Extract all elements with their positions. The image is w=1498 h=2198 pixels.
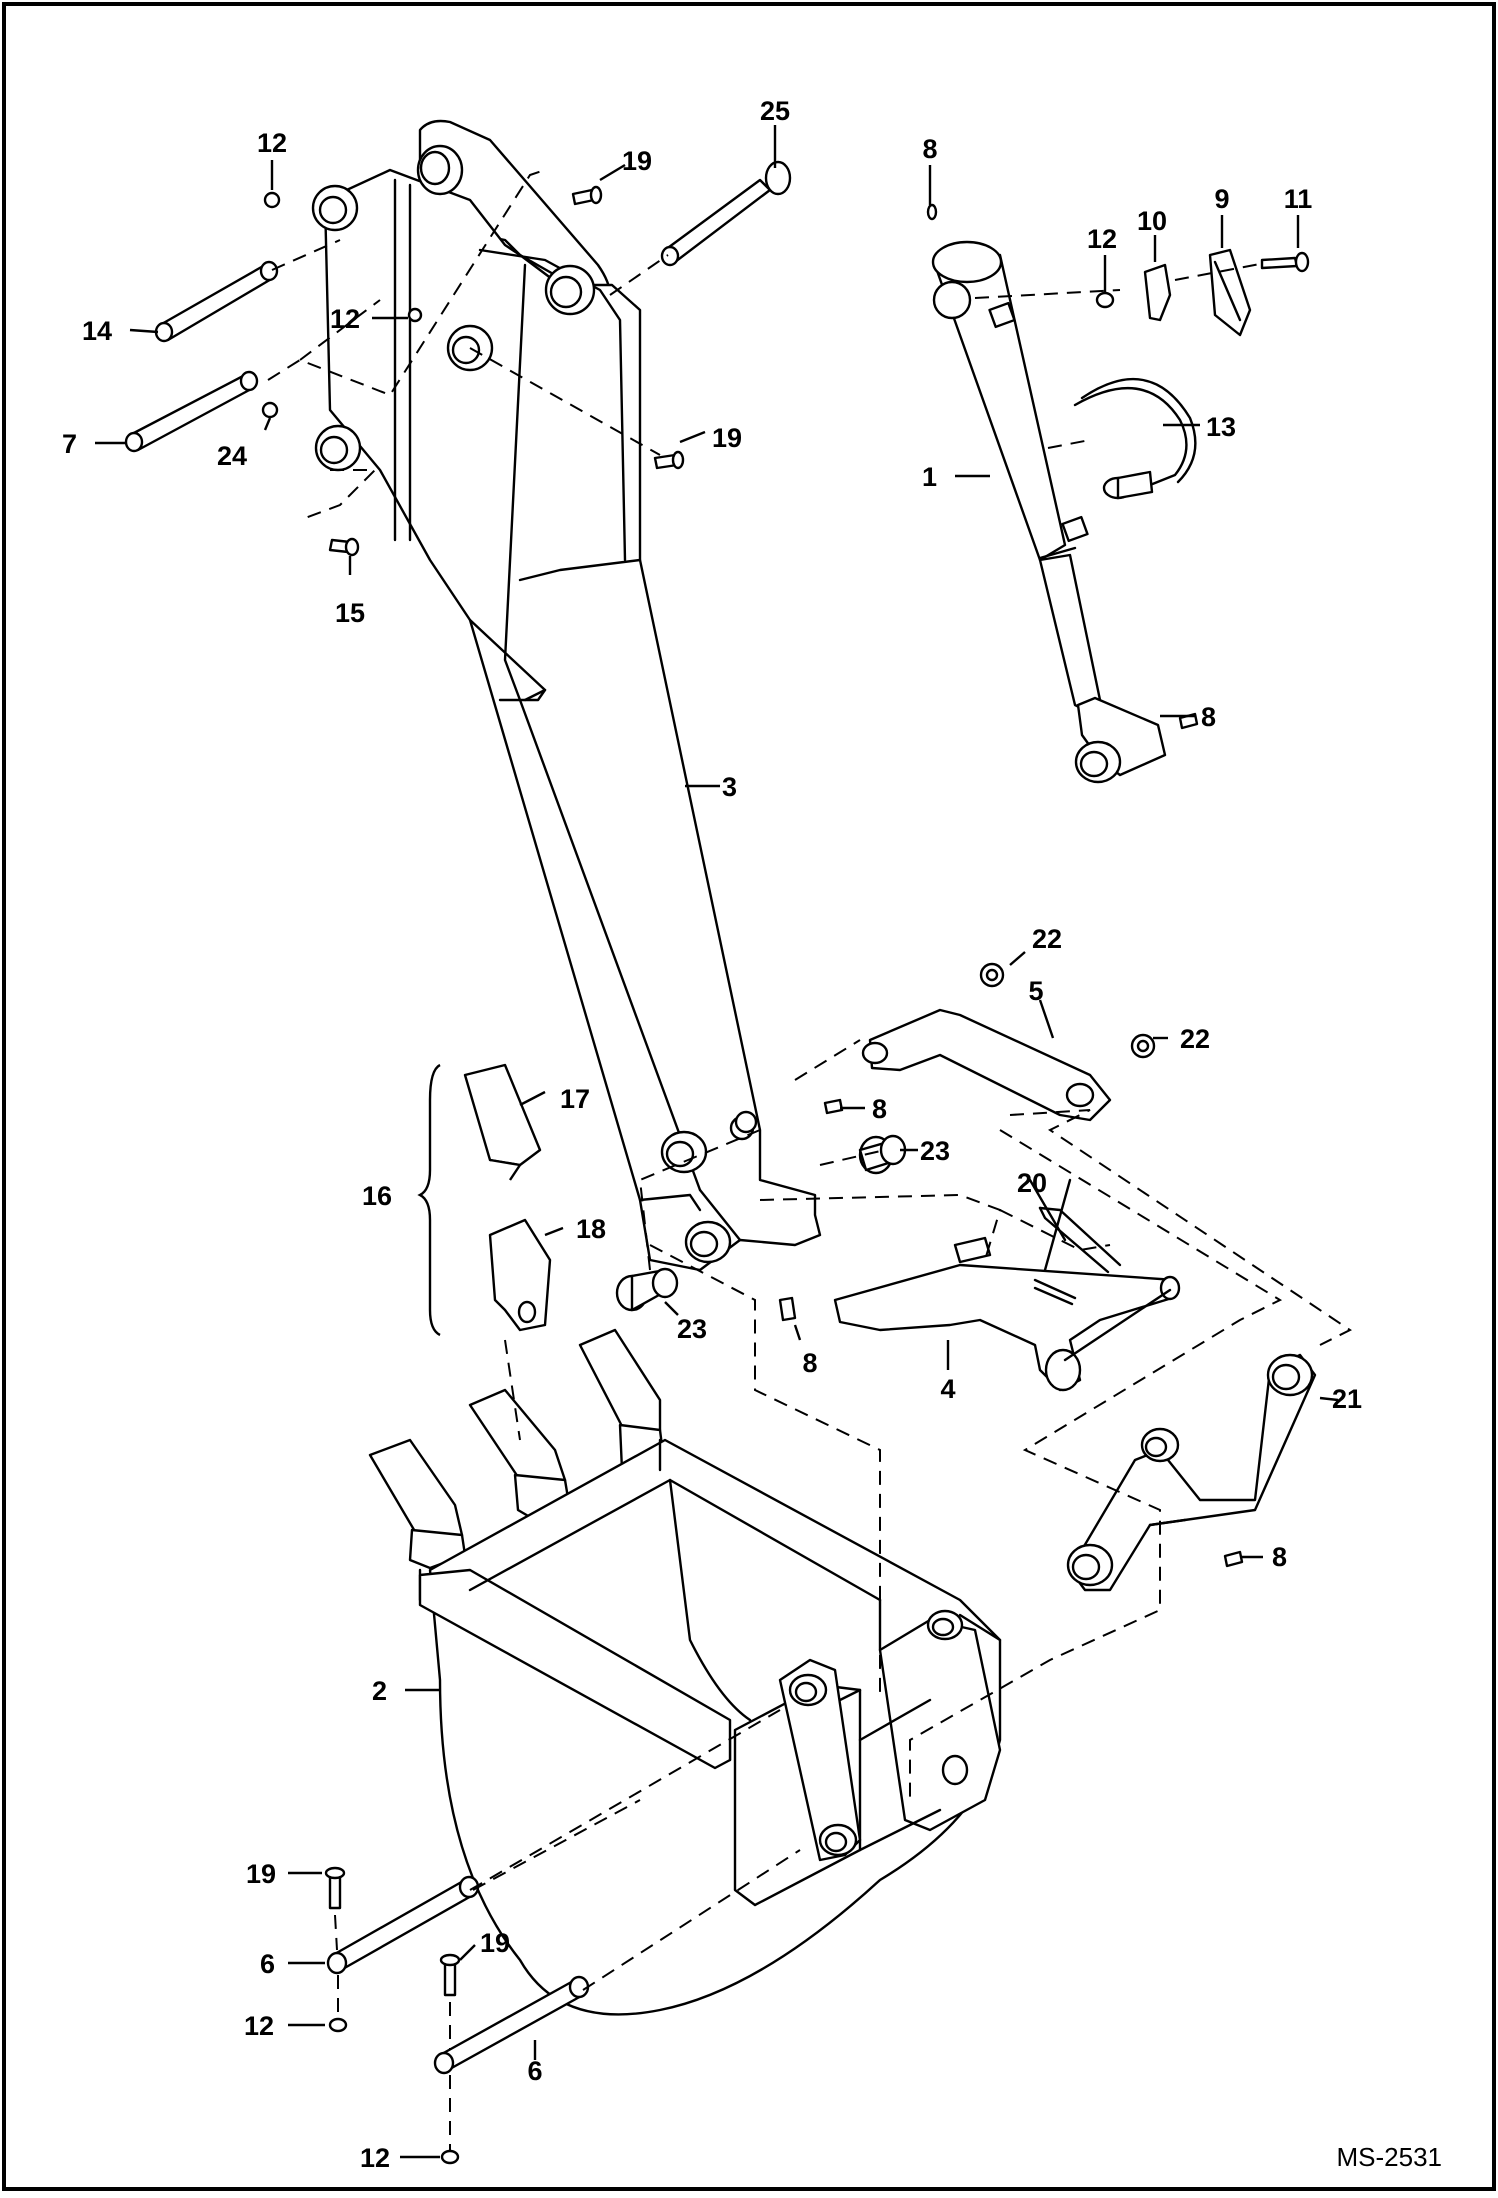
callout-4: 4: [940, 1374, 955, 1404]
callout-16: 16: [362, 1181, 392, 1211]
side-link-21: [1066, 1353, 1317, 1592]
upper-pins: [124, 160, 938, 557]
callout-23: 23: [920, 1136, 950, 1166]
callout-9: 9: [1214, 184, 1229, 214]
callout-14: 14: [82, 316, 112, 346]
callout-22: 22: [1032, 924, 1062, 954]
callout-19: 19: [246, 1859, 276, 1889]
callout-labels: 25 12 19 8 12 10 9 11 14 12 7 24 19 13 1…: [62, 96, 1362, 2173]
callout-7: 7: [62, 429, 77, 459]
callout-1: 1: [922, 462, 937, 492]
callout-19: 19: [712, 423, 742, 453]
callout-8: 8: [1201, 702, 1216, 732]
callout-12: 12: [360, 2143, 390, 2173]
callout-17: 17: [560, 1084, 590, 1114]
bushings-and-fittings: [615, 712, 1244, 1568]
hose-bracket-group: [1095, 248, 1310, 337]
drawing-code: MS-2531: [1337, 2142, 1443, 2172]
callout-13: 13: [1206, 412, 1236, 442]
callout-12: 12: [330, 304, 360, 334]
tooth-assembly: [417, 1063, 552, 1337]
callout-5: 5: [1028, 976, 1043, 1006]
callout-21: 21: [1332, 1384, 1362, 1414]
callout-12: 12: [257, 128, 287, 158]
callout-19: 19: [622, 146, 652, 176]
cotter-pins: [1028, 1178, 1122, 1306]
callout-6: 6: [260, 1949, 275, 1979]
callout-10: 10: [1137, 206, 1167, 236]
callout-3: 3: [722, 772, 737, 802]
callout-22: 22: [1180, 1024, 1210, 1054]
callout-8: 8: [922, 134, 937, 164]
upper-dashed-lines: [267, 169, 1261, 521]
link-4: [833, 1236, 1181, 1392]
callout-2: 2: [372, 1676, 387, 1706]
callout-8: 8: [1272, 1542, 1287, 1572]
callout-18: 18: [576, 1214, 606, 1244]
callout-12: 12: [1087, 224, 1117, 254]
bucket-cylinder: [931, 240, 1167, 784]
bucket: [418, 1438, 1002, 2016]
link-5: [861, 962, 1156, 1122]
lower-pins: [324, 1866, 590, 2165]
callout-12: 12: [244, 2011, 274, 2041]
dipper-arm: [311, 119, 822, 1272]
callout-25: 25: [760, 96, 790, 126]
hose-clamp: [1073, 377, 1197, 500]
callout-8: 8: [872, 1094, 887, 1124]
callout-20: 20: [1017, 1168, 1047, 1198]
callout-24: 24: [217, 441, 247, 471]
lower-dashed-lines: [334, 1039, 1352, 2150]
callout-19: 19: [480, 1928, 510, 1958]
leader-lines: [95, 125, 1339, 2159]
callout-15: 15: [335, 598, 365, 628]
callout-23: 23: [677, 1314, 707, 1344]
callout-6: 6: [527, 2056, 542, 2086]
callout-11: 11: [1284, 184, 1313, 214]
callout-8: 8: [802, 1348, 817, 1378]
